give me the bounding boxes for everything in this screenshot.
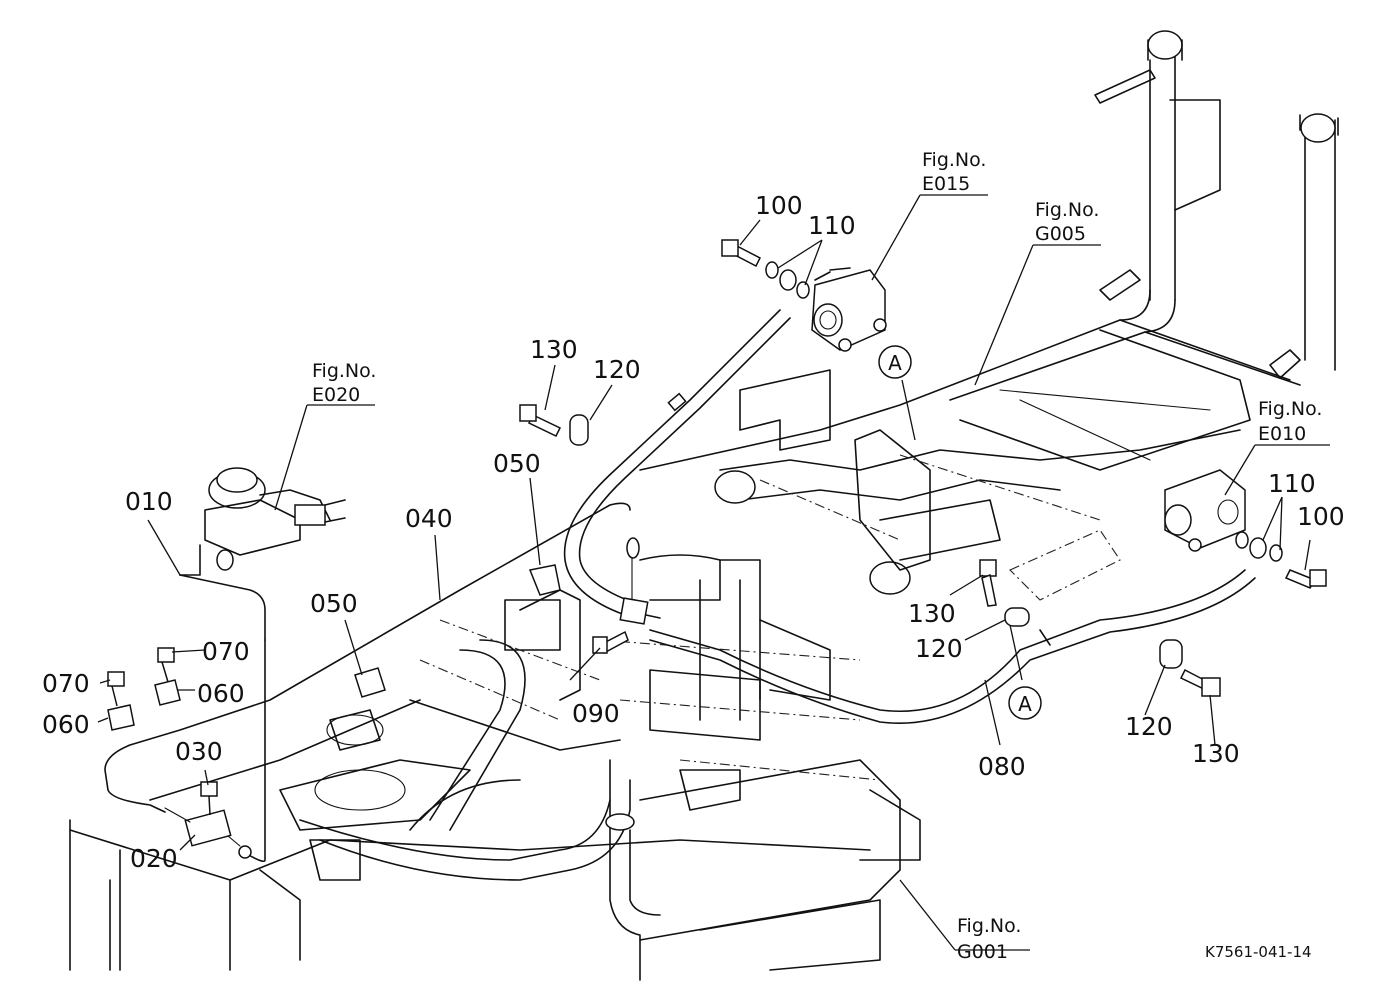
- callout-020: 020: [130, 844, 178, 873]
- fig-ref-g001-code: G001: [957, 941, 1008, 963]
- fig-ref-g005-code: G005: [1035, 223, 1086, 245]
- section-marker-a-lower: A: [1008, 686, 1042, 720]
- callout-120-middle: 120: [915, 634, 963, 663]
- callout-130-middle: 130: [908, 599, 956, 628]
- fig-ref-g005: Fig.No. G005: [1035, 199, 1099, 245]
- drawing-code: K7561-041-14: [1205, 943, 1312, 961]
- callout-060-left: 060: [42, 710, 90, 739]
- hardware: [107, 239, 1327, 816]
- callout-050-lower: 050: [310, 589, 358, 618]
- lower-chassis: [69, 554, 921, 981]
- callout-110-top: 110: [808, 211, 856, 240]
- fig-ref-e010: Fig.No. E010: [1258, 398, 1322, 445]
- part-callouts: 010 040 050 050 070 060 070 060 030 020 …: [42, 191, 1345, 873]
- fig-ref-e015-prefix: Fig.No.: [922, 149, 986, 171]
- callout-090: 090: [572, 699, 620, 728]
- fig-ref-g005-prefix: Fig.No.: [1035, 199, 1099, 221]
- caliper-e010: [1164, 469, 1246, 552]
- caliper-e015: [811, 267, 887, 352]
- callout-120-lower: 120: [1125, 712, 1173, 741]
- fig-ref-e015-code: E015: [922, 173, 970, 195]
- callout-070-left: 070: [42, 669, 90, 698]
- frame-structure: [639, 30, 1339, 601]
- callout-050-upper: 050: [493, 449, 541, 478]
- callout-100-top: 100: [755, 191, 803, 220]
- fig-ref-e015: Fig.No. E015: [922, 149, 986, 195]
- fig-ref-g001-prefix: Fig.No.: [957, 915, 1021, 937]
- callout-120-upper: 120: [593, 355, 641, 384]
- callout-040: 040: [405, 504, 453, 533]
- callout-080: 080: [978, 752, 1026, 781]
- master-cylinder: [179, 467, 346, 576]
- fig-ref-e020-prefix: Fig.No.: [312, 360, 376, 382]
- fig-ref-e020-code: E020: [312, 384, 360, 406]
- callout-100-right: 100: [1297, 502, 1345, 531]
- section-marker-a-lower-label: A: [1018, 692, 1032, 716]
- figure-references: Fig.No. E020 Fig.No. E015 Fig.No. G005 F…: [312, 149, 1322, 963]
- leader-lines: [97, 194, 1330, 951]
- callout-030: 030: [175, 737, 223, 766]
- callout-060-right: 060: [197, 679, 245, 708]
- callout-070-right: 070: [202, 637, 250, 666]
- fig-ref-g001: Fig.No. G001: [957, 915, 1021, 963]
- fig-ref-e010-code: E010: [1258, 423, 1306, 445]
- callout-010: 010: [125, 487, 173, 516]
- fig-ref-e010-prefix: Fig.No.: [1258, 398, 1322, 420]
- brake-lines: [104, 309, 1256, 863]
- callout-130-upper: 130: [530, 335, 578, 364]
- section-marker-a-upper: A: [878, 345, 912, 379]
- fig-ref-e020: Fig.No. E020: [312, 360, 376, 406]
- callout-130-lower: 130: [1192, 739, 1240, 768]
- section-marker-a-upper-label: A: [888, 351, 902, 375]
- callout-110-right: 110: [1268, 469, 1316, 498]
